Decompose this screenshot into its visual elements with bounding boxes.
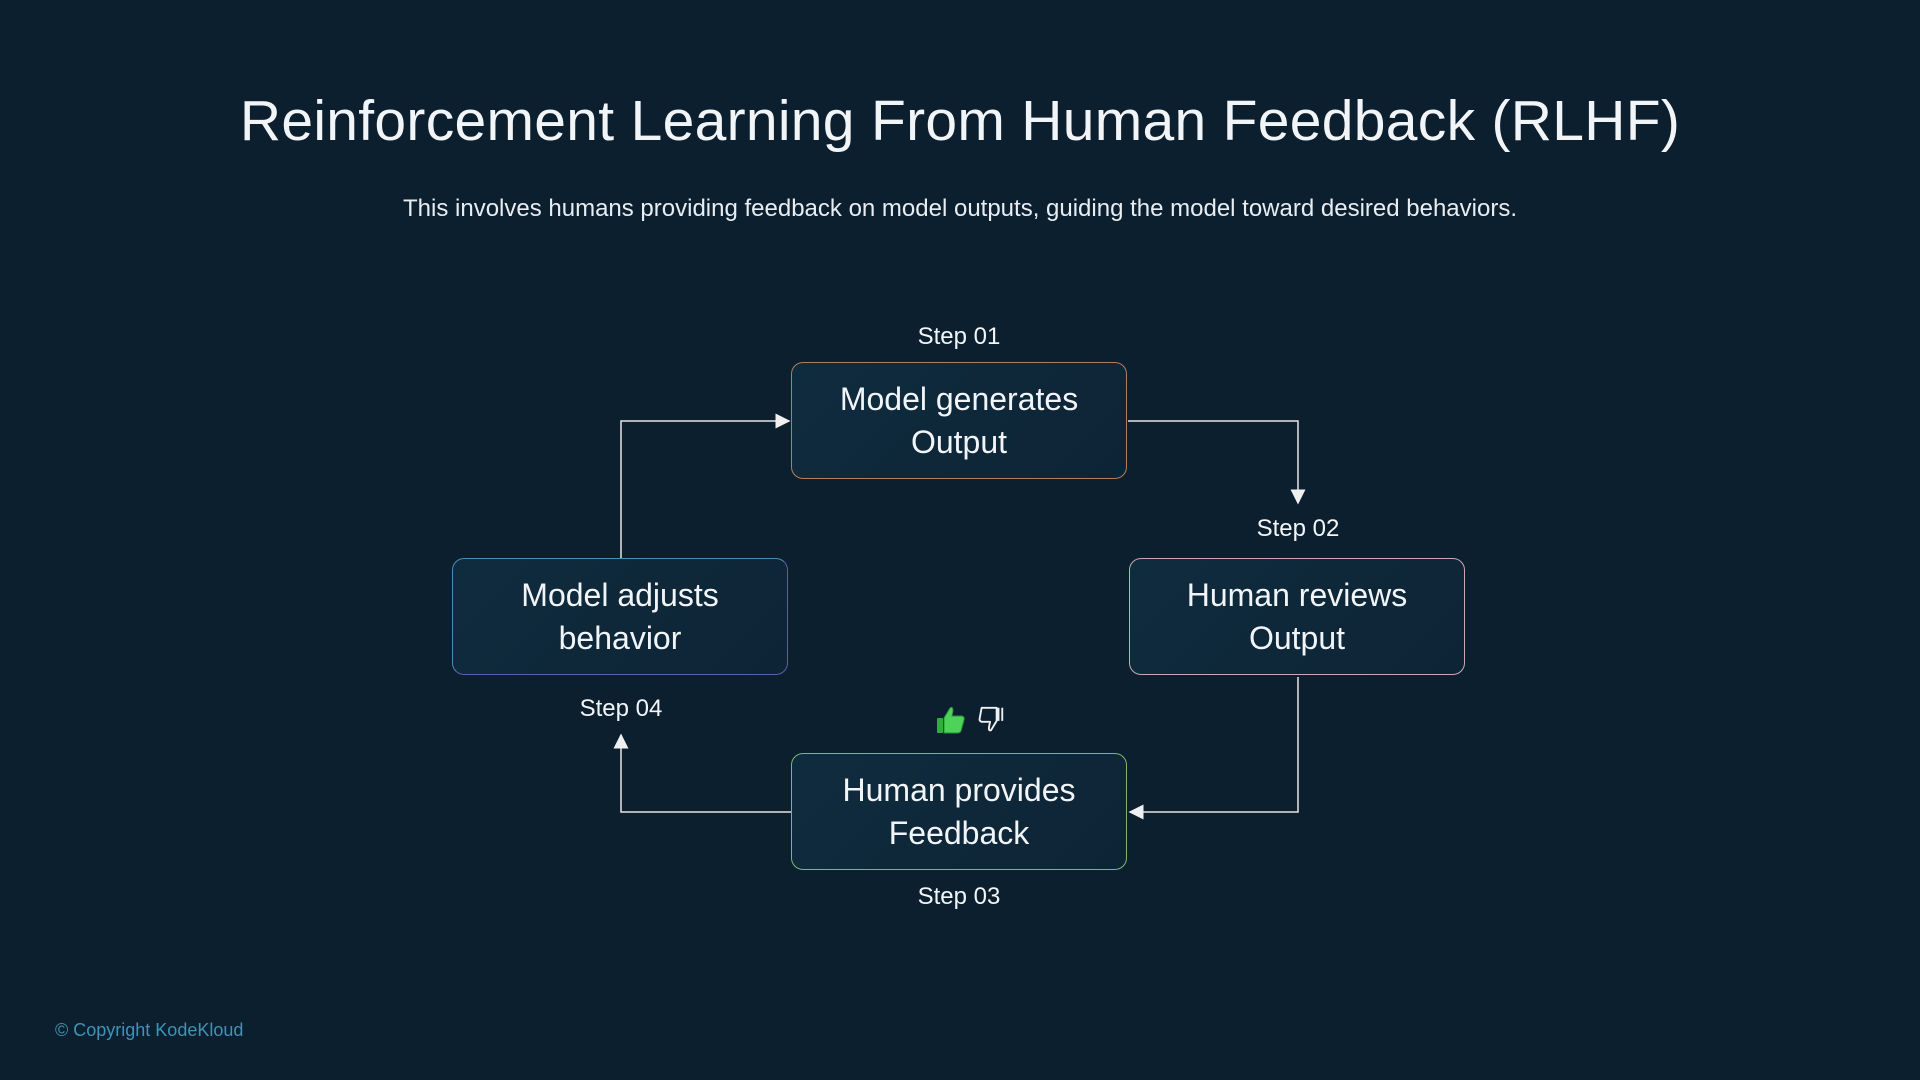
slide-subtitle: This involves humans providing feedback … xyxy=(403,195,1517,222)
step-02-text-line1: Human reviews xyxy=(1186,576,1408,613)
arrow-step1-to-step2 xyxy=(1128,420,1306,505)
arrow-step3-to-step4 xyxy=(613,733,791,813)
thumbs-up-icon xyxy=(937,706,965,734)
step-01-label: Step 01 xyxy=(917,323,1001,350)
step-01-text-line1: Model generates xyxy=(839,380,1079,417)
step-02-label: Step 02 xyxy=(1256,515,1340,542)
step-04-text-line1: Model adjusts xyxy=(521,576,719,613)
slide-title: Reinforcement Learning From Human Feedba… xyxy=(239,89,1681,153)
step-02-text-line2: Output xyxy=(1248,619,1346,656)
copyright-text: © Copyright KodeKloud xyxy=(55,1020,244,1040)
arrow-step2-to-step3 xyxy=(1128,677,1299,820)
step-03-label: Step 03 xyxy=(917,883,1001,910)
arrow-step4-to-step1 xyxy=(620,413,791,558)
step-04-box: Model adjusts behavior xyxy=(452,558,788,675)
step-04-label: Step 04 xyxy=(579,695,663,722)
step-03-text-line2: Feedback xyxy=(888,814,1030,851)
thumbs-down-icon xyxy=(978,706,1004,732)
step-03-text-line1: Human provides xyxy=(842,771,1076,808)
step-01-text-line2: Output xyxy=(910,423,1008,460)
step-04-text-line2: behavior xyxy=(558,619,682,656)
